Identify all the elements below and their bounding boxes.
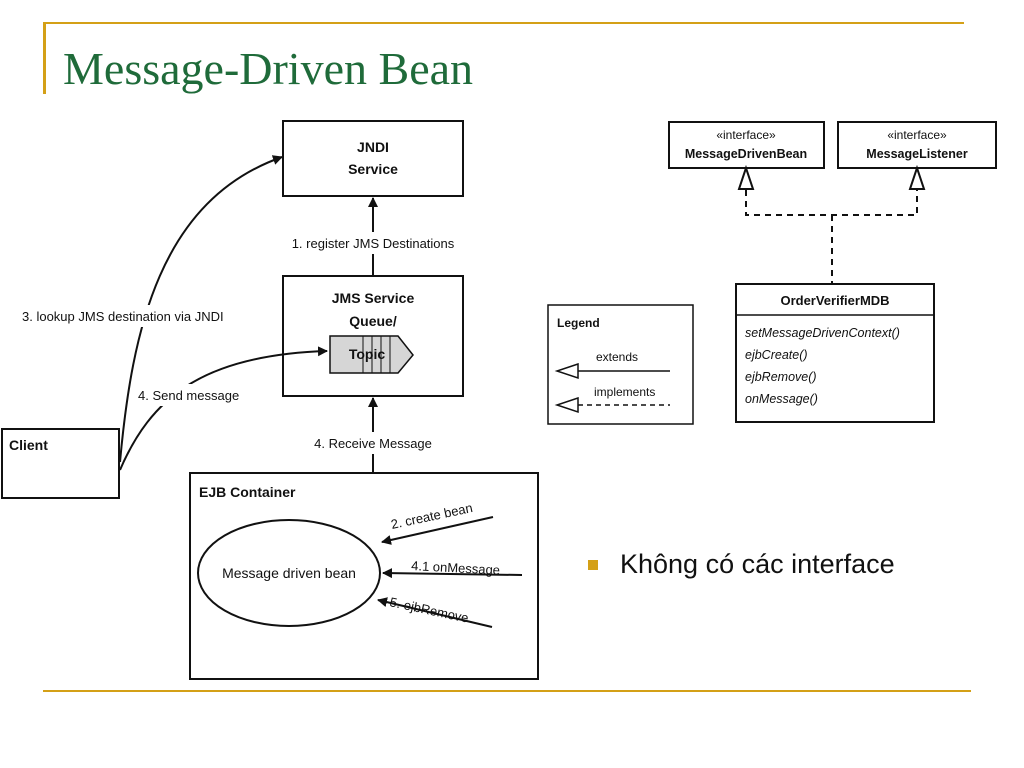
client-box: Client	[1, 428, 120, 499]
register-arrow-label: 1. register JMS Destinations	[292, 236, 455, 251]
ejb-container-label: EJB Container	[199, 484, 296, 500]
interface2-stereotype: «interface»	[887, 128, 947, 142]
bullet-text: Không có các interface	[620, 549, 895, 579]
legend-implements-label: implements	[594, 385, 655, 399]
jndi-service-box: JNDI Service	[282, 120, 464, 197]
title-accent-vertical-line	[43, 22, 46, 94]
lookup-arrow-label: 3. lookup JMS destination via JNDI	[22, 309, 224, 324]
register-label-backdrop	[263, 232, 483, 254]
legend-extends-label: extends	[596, 350, 638, 364]
receive-label-backdrop	[290, 432, 456, 454]
method-set-message-driven-context: setMessageDrivenContext()	[745, 326, 900, 340]
bullet-square-icon	[588, 559, 598, 570]
create-bean-arrow	[381, 516, 494, 545]
jms-service-label: JMS Service	[332, 290, 415, 306]
lookup-label-backdrop	[20, 305, 280, 327]
send-label-backdrop	[135, 384, 271, 406]
interface1-stereotype: «interface»	[716, 128, 776, 142]
jms-service-box: JMS Service Queue/	[282, 275, 464, 397]
class-name: OrderVerifierMDB	[780, 293, 889, 308]
bottom-accent-line	[43, 690, 971, 692]
service-label: Service	[348, 161, 398, 177]
method-on-message: onMessage()	[745, 392, 818, 406]
on-message-arrow	[382, 568, 523, 579]
client-label: Client	[9, 437, 48, 453]
on-message-label: 4.1 onMessage	[411, 558, 501, 578]
message-listener-interface-box: «interface» MessageListener	[837, 121, 997, 169]
method-ejb-remove: ejbRemove()	[745, 370, 817, 384]
title-accent-top-line	[43, 22, 964, 24]
topic-queue-icon: Topic	[329, 335, 414, 374]
topic-label: Topic	[349, 346, 386, 362]
interface2-name: MessageListener	[866, 147, 968, 161]
method-ejb-create: ejbCreate()	[745, 348, 808, 362]
slide-title: Message-Driven Bean	[63, 43, 474, 94]
receive-arrow-label: 4. Receive Message	[314, 436, 432, 451]
send-arrow-label: 4. Send message	[138, 388, 239, 403]
message-driven-bean-interface-box: «interface» MessageDrivenBean	[668, 121, 825, 169]
queue-label: Queue/	[349, 313, 397, 329]
message-driven-bean-label: Message driven bean	[222, 565, 356, 581]
implements-connectors	[737, 164, 926, 283]
ejb-remove-arrow	[377, 597, 493, 628]
order-verifier-mdb-class-box: OrderVerifierMDB setMessageDrivenContext…	[735, 283, 935, 423]
legend-box: Legend extends implements	[547, 304, 694, 425]
jndi-label: JNDI	[357, 139, 389, 155]
legend-title: Legend	[557, 316, 600, 330]
lookup-arrow	[119, 155, 283, 463]
interface1-name: MessageDrivenBean	[685, 147, 807, 161]
message-driven-bean-ellipse: Message driven bean	[197, 519, 381, 627]
bullet-item: Không có các interface	[588, 549, 895, 580]
